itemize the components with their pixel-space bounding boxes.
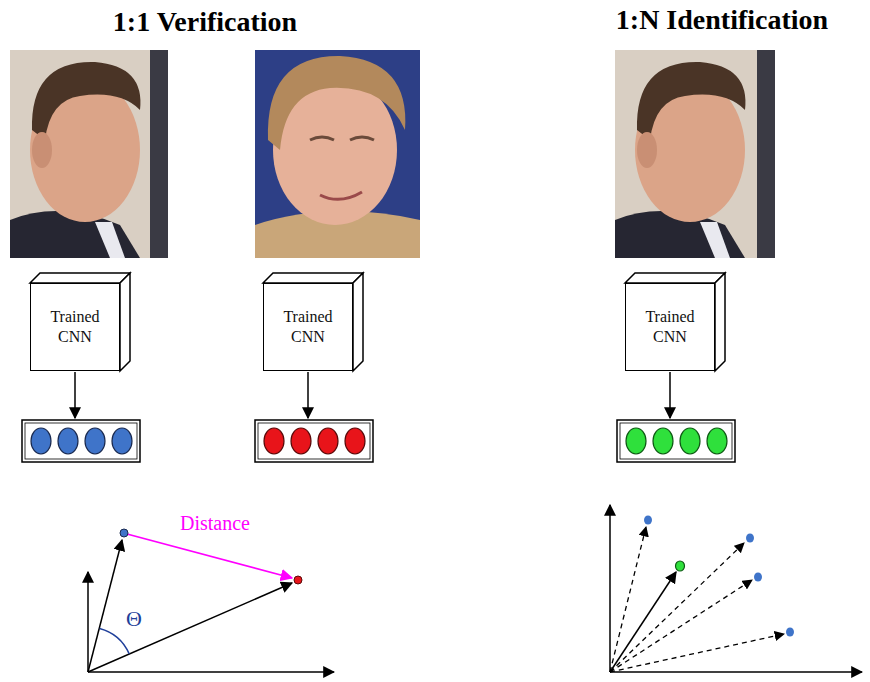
- cube-face: [625, 273, 725, 371]
- section-heading: 1:N Identification: [616, 4, 828, 36]
- face-photo: [615, 50, 775, 258]
- cnn-label: Trained CNN: [636, 307, 704, 347]
- cnn-box: Trained CNN: [30, 283, 120, 371]
- feature-vector: [22, 420, 140, 462]
- verification-plot: [88, 529, 334, 672]
- cnn-label: Trained CNN: [41, 307, 109, 347]
- face-photo: [255, 50, 420, 258]
- angle-label: Θ: [126, 606, 142, 632]
- feature-vector: [617, 420, 735, 462]
- identification-plot: [610, 505, 862, 672]
- section-heading: 1:1 Verification: [113, 6, 297, 38]
- cnn-box: Trained CNN: [263, 283, 353, 371]
- cnn-box: Trained CNN: [625, 283, 715, 371]
- flow-arrow: [75, 372, 670, 418]
- face-photo: [10, 50, 168, 258]
- cube-face: [263, 273, 363, 371]
- feature-vector: [255, 420, 373, 462]
- cube-face: [30, 273, 130, 371]
- distance-label: Distance: [180, 512, 250, 535]
- cnn-label: Trained CNN: [274, 307, 342, 347]
